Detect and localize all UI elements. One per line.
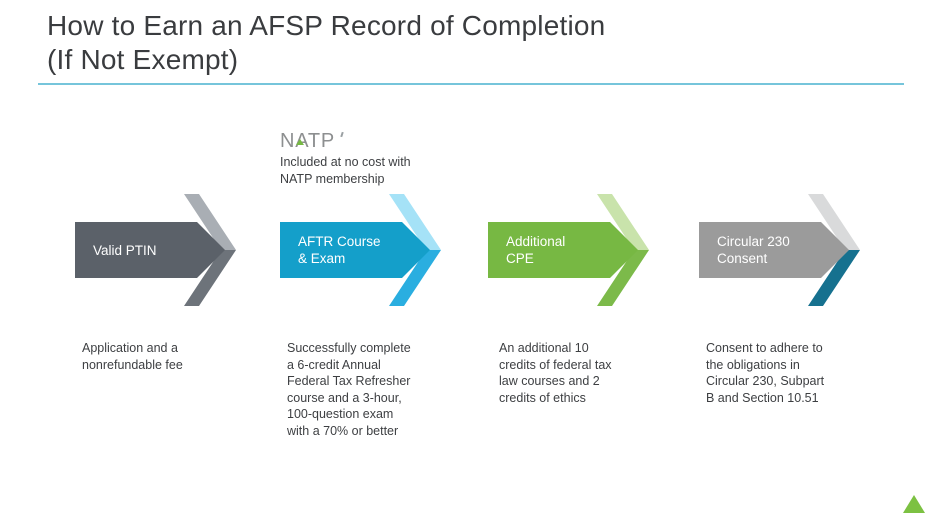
step-description: Application and a nonrefundable fee [82,341,183,372]
arrow-shape: AFTR Course & Exam [280,222,430,278]
page-title-line2: (If Not Exempt) [47,44,239,75]
arrow-label: Valid PTIN [93,242,157,258]
arrow-label: AFTR Course & Exam [298,234,381,266]
arrow-shape: Circular 230 Consent [699,222,849,278]
step-description: Consent to adhere to the obligations in … [706,341,825,405]
arrow-shape: Valid PTIN [75,222,225,278]
page-title: How to Earn an AFSP Record of Completion… [47,9,907,77]
corner-triangle-icon [903,495,925,513]
arrow-label: Additional CPE [506,234,566,266]
step-description: Successfully complete a 6-credit Annual … [287,341,411,438]
page-title-line1: How to Earn an AFSP Record of Completion [47,10,606,41]
step-additional-cpe: Additional CPE [488,194,656,306]
title-underline [38,83,904,85]
natp-logo-triangle-icon [296,139,304,145]
arrow-shape: Additional CPE [488,222,638,278]
trademark-mark [340,131,344,138]
step-description: An additional 10 credits of federal tax … [499,341,612,405]
natp-logo-text: NATP [280,130,336,152]
step-aftr-course: AFTR Course & Exam [280,194,448,306]
natp-caption: Included at no cost with NATP membership [280,155,411,186]
natp-block: NATP Included at no cost with NATP membe… [280,131,411,187]
step-valid-ptin: Valid PTIN [75,194,243,306]
step-circular-230: Circular 230 Consent [699,194,867,306]
natp-logo: NATP [280,130,344,152]
arrow-label: Circular 230 Consent [717,234,790,266]
